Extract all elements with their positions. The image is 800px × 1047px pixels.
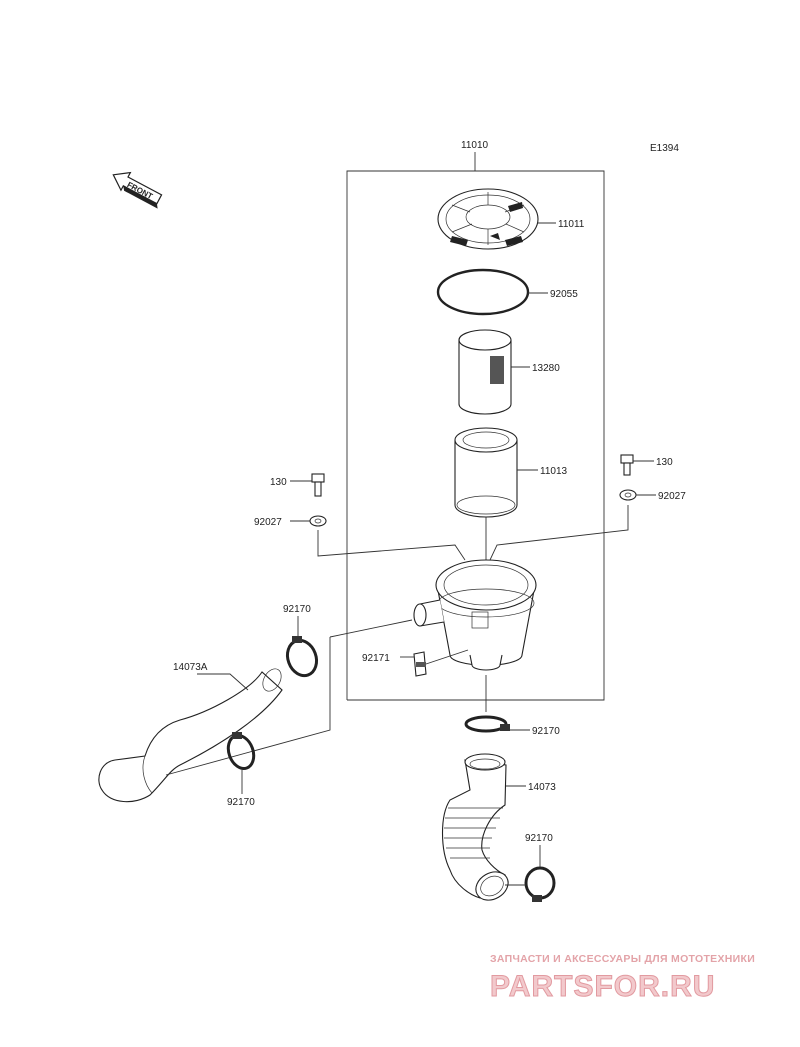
part-oring-92055 <box>436 268 530 316</box>
label-130-left: 130 <box>270 477 287 488</box>
part-bolt-130-right <box>620 454 634 476</box>
front-arrow-icon: FRONT <box>112 171 163 209</box>
label-92027-right: 92027 <box>658 491 686 502</box>
watermark-brand: PARTSFOR.RU <box>490 970 715 1003</box>
label-92055: 92055 <box>550 289 578 300</box>
part-bolt-130-left <box>311 473 325 497</box>
label-92171: 92171 <box>362 653 390 664</box>
label-11011: 11011 <box>558 219 585 230</box>
label-11010: 11010 <box>461 140 489 151</box>
part-bellows-14073 <box>442 753 509 901</box>
part-element-11013 <box>454 427 518 518</box>
label-92170-bottom-left: 92170 <box>227 797 255 808</box>
label-14073A: 14073A <box>173 662 208 673</box>
part-duct-14073A <box>98 668 283 803</box>
part-clamp-92170-top-left <box>285 636 319 678</box>
label-92027-left: 92027 <box>254 517 282 528</box>
part-clamp-92170-bottom-right <box>524 866 556 902</box>
diagram-code: E1394 <box>650 143 679 154</box>
part-clip-92171 <box>413 651 427 677</box>
label-92170-center: 92170 <box>532 726 560 737</box>
part-clamp-92170-center <box>464 715 510 733</box>
watermark-subtitle: ЗАПЧАСТИ И АКСЕССУАРЫ ДЛЯ МОТОТЕХНИКИ <box>490 953 755 965</box>
label-92170-top-left: 92170 <box>283 604 311 615</box>
label-92170-bottom-right: 92170 <box>525 833 553 844</box>
part-filter-13280 <box>458 329 512 415</box>
label-130-right: 130 <box>656 457 673 468</box>
part-cover-11011 <box>437 188 539 250</box>
part-clamp-92170-bottom-left <box>226 732 256 770</box>
watermark: ЗАПЧАСТИ И АКСЕССУАРЫ ДЛЯ МОТОТЕХНИКИ PA… <box>490 953 755 1004</box>
part-washer-92027-right <box>619 489 637 501</box>
assembly-bracket-11010 <box>346 152 605 701</box>
part-washer-92027-left <box>309 515 327 527</box>
part-housing <box>413 559 537 671</box>
label-14073: 14073 <box>528 782 556 793</box>
label-11013: 11013 <box>540 466 568 477</box>
label-13280: 13280 <box>532 363 560 374</box>
